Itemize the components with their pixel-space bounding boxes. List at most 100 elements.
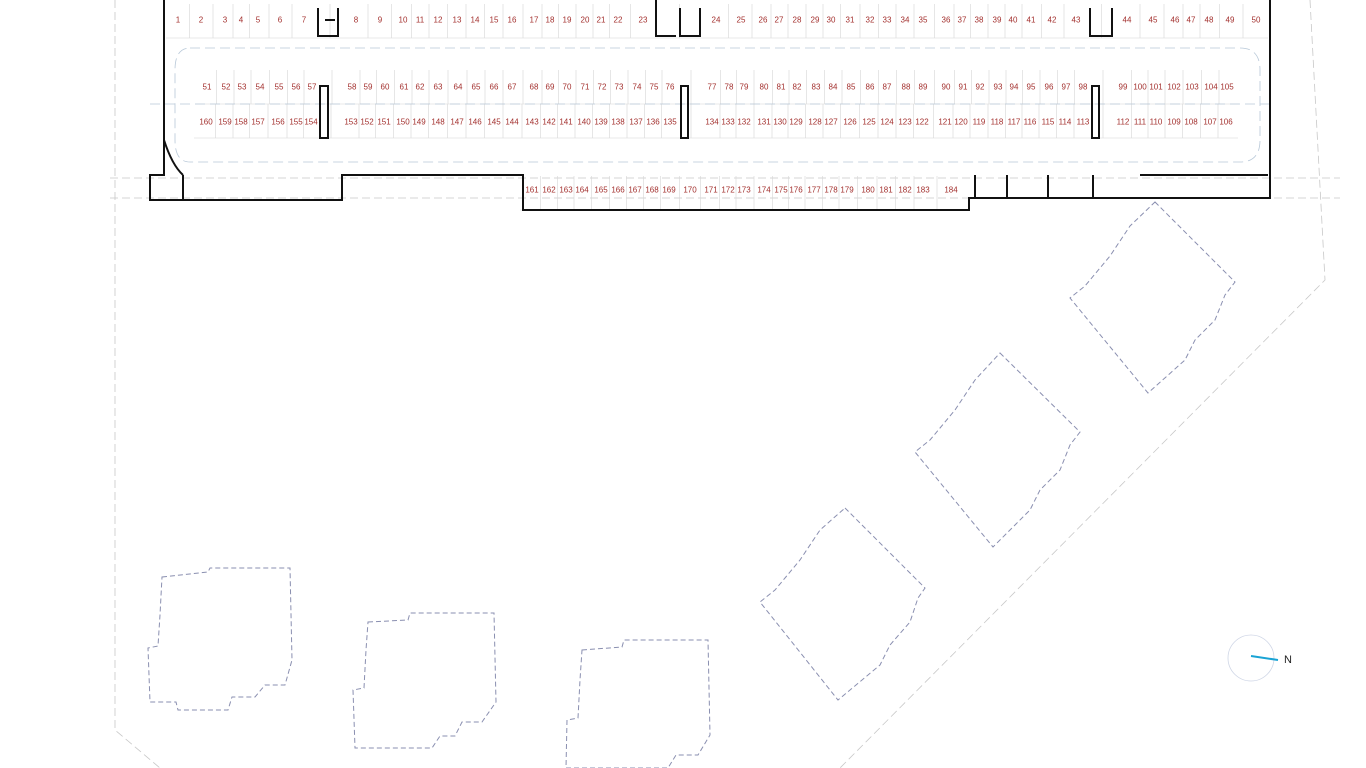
parking-space-67: 67 [507, 82, 517, 92]
parking-space-127: 127 [824, 117, 838, 127]
parking-space-161: 161 [525, 185, 539, 195]
parking-space-148: 148 [431, 117, 445, 127]
parking-space-125: 125 [862, 117, 876, 127]
parking-space-65: 65 [471, 82, 481, 92]
parking-space-31: 31 [845, 15, 855, 25]
parking-space-132: 132 [737, 117, 751, 127]
parking-space-163: 163 [559, 185, 573, 195]
parking-space-33: 33 [882, 15, 892, 25]
parking-space-21: 21 [596, 15, 606, 25]
parking-space-39: 39 [992, 15, 1002, 25]
parking-space-87: 87 [882, 82, 892, 92]
parking-space-175: 175 [774, 185, 788, 195]
parking-space-179: 179 [840, 185, 854, 195]
parking-space-9: 9 [377, 15, 383, 25]
parking-grid [166, 4, 1268, 211]
parking-space-69: 69 [545, 82, 555, 92]
parking-space-146: 146 [468, 117, 482, 127]
parking-space-108: 108 [1184, 117, 1198, 127]
parking-space-50: 50 [1251, 15, 1261, 25]
parking-space-129: 129 [789, 117, 803, 127]
parking-space-166: 166 [611, 185, 625, 195]
parking-space-141: 141 [559, 117, 573, 127]
parking-space-134: 134 [705, 117, 719, 127]
parking-space-72: 72 [597, 82, 607, 92]
parking-space-177: 177 [807, 185, 821, 195]
parking-space-145: 145 [487, 117, 501, 127]
building-1 [147, 567, 293, 711]
parking-space-97: 97 [1061, 82, 1071, 92]
parking-space-90: 90 [941, 82, 951, 92]
parking-space-16: 16 [507, 15, 517, 25]
parking-space-2: 2 [198, 15, 204, 25]
parking-space-107: 107 [1203, 117, 1217, 127]
parking-space-137: 137 [629, 117, 643, 127]
parking-space-7: 7 [301, 15, 307, 25]
parking-space-15: 15 [489, 15, 499, 25]
parking-space-79: 79 [739, 82, 749, 92]
parking-space-181: 181 [879, 185, 893, 195]
parking-space-25: 25 [736, 15, 746, 25]
parking-space-42: 42 [1047, 15, 1057, 25]
parking-space-111: 111 [1133, 117, 1147, 127]
parking-space-164: 164 [575, 185, 589, 195]
building-outlines [147, 201, 1236, 768]
building-5 [914, 352, 1081, 548]
parking-space-55: 55 [274, 82, 284, 92]
parking-space-113: 113 [1076, 117, 1090, 127]
parking-space-135: 135 [663, 117, 677, 127]
parking-space-77: 77 [707, 82, 717, 92]
parking-space-171: 171 [704, 185, 718, 195]
parking-space-173: 173 [737, 185, 751, 195]
building-3 [565, 639, 711, 768]
parking-space-51: 51 [202, 82, 212, 92]
parking-space-22: 22 [613, 15, 623, 25]
parking-space-184: 184 [944, 185, 958, 195]
parking-space-13: 13 [452, 15, 462, 25]
parking-space-124: 124 [880, 117, 894, 127]
parking-space-59: 59 [363, 82, 373, 92]
parking-space-88: 88 [901, 82, 911, 92]
parking-space-147: 147 [450, 117, 464, 127]
parking-space-66: 66 [489, 82, 499, 92]
parking-space-136: 136 [646, 117, 660, 127]
parking-space-86: 86 [865, 82, 875, 92]
parking-space-92: 92 [975, 82, 985, 92]
parking-space-1: 1 [175, 15, 181, 25]
parking-space-104: 104 [1204, 82, 1218, 92]
parking-space-57: 57 [307, 82, 317, 92]
parking-space-103: 103 [1185, 82, 1199, 92]
parking-space-38: 38 [974, 15, 984, 25]
parking-space-70: 70 [562, 82, 572, 92]
parking-space-149: 149 [412, 117, 426, 127]
parking-space-128: 128 [808, 117, 822, 127]
parking-space-102: 102 [1167, 82, 1181, 92]
parking-space-29: 29 [810, 15, 820, 25]
parking-space-14: 14 [470, 15, 480, 25]
parking-space-49: 49 [1225, 15, 1235, 25]
parking-space-28: 28 [792, 15, 802, 25]
parking-space-84: 84 [828, 82, 838, 92]
parking-space-118: 118 [990, 117, 1004, 127]
parking-space-61: 61 [399, 82, 409, 92]
parking-space-6: 6 [277, 15, 283, 25]
parking-space-8: 8 [353, 15, 359, 25]
parking-space-117: 117 [1007, 117, 1021, 127]
parking-space-114: 114 [1058, 117, 1072, 127]
building-2 [352, 612, 497, 749]
parking-space-155: 155 [289, 117, 303, 127]
parking-space-3: 3 [222, 15, 228, 25]
parking-space-130: 130 [773, 117, 787, 127]
parking-space-91: 91 [958, 82, 968, 92]
parking-space-170: 170 [683, 185, 697, 195]
parking-space-45: 45 [1148, 15, 1158, 25]
parking-space-73: 73 [614, 82, 624, 92]
parking-space-94: 94 [1009, 82, 1019, 92]
parking-space-41: 41 [1026, 15, 1036, 25]
parking-space-11: 11 [415, 15, 425, 25]
parking-space-53: 53 [237, 82, 247, 92]
building-6 [1069, 201, 1236, 394]
parking-space-100: 100 [1133, 82, 1147, 92]
parking-space-176: 176 [789, 185, 803, 195]
parking-space-131: 131 [757, 117, 771, 127]
